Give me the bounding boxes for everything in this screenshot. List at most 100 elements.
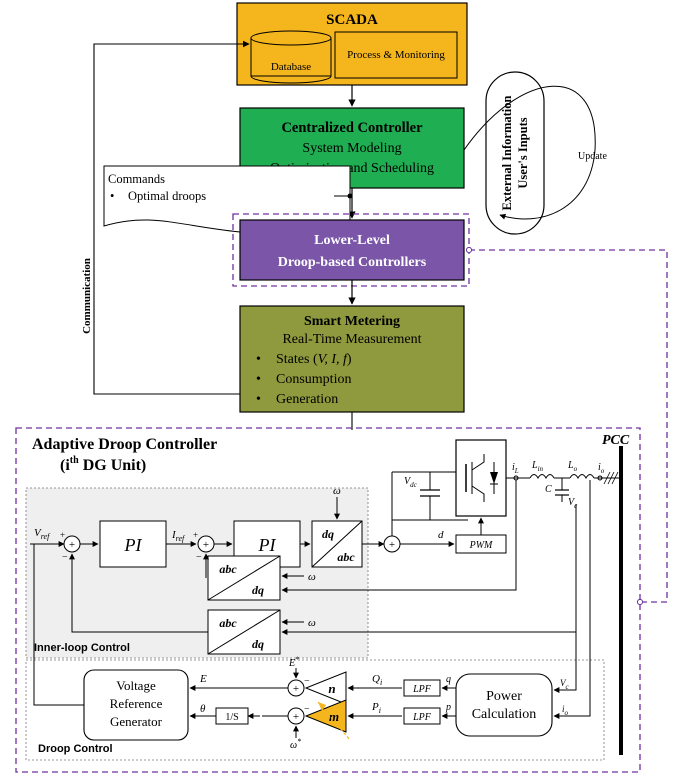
svg-text:Vc: Vc	[560, 678, 570, 691]
svg-text:1/S: 1/S	[225, 712, 238, 723]
update-label: Update	[578, 151, 607, 162]
svg-text:•: •	[110, 189, 114, 203]
svg-text:q: q	[446, 674, 451, 685]
commands-title: Commands	[108, 172, 165, 186]
svg-text:abc: abc	[219, 562, 237, 576]
abc-dq-transform-1: abc dq	[207, 555, 281, 601]
dc-link-capacitor	[391, 471, 468, 536]
svg-text:dq: dq	[252, 583, 264, 597]
svg-text:+: +	[193, 530, 198, 540]
external-line1: External Information	[500, 95, 514, 210]
svg-text:Vc: Vc	[568, 497, 578, 510]
svg-text:Generator: Generator	[110, 714, 163, 729]
svg-text:E*: E*	[288, 655, 299, 669]
svg-text:PI: PI	[124, 535, 143, 555]
svg-text:•: •	[256, 352, 261, 367]
svg-text:p: p	[445, 702, 451, 713]
svg-text:+: +	[293, 711, 299, 723]
svg-text:ω: ω	[308, 571, 316, 583]
svg-text:dq: dq	[252, 637, 264, 651]
svg-text:Power: Power	[486, 689, 522, 704]
svg-text:ω*: ω*	[290, 737, 301, 751]
svg-text:Pi: Pi	[371, 701, 381, 715]
svg-text:•: •	[256, 392, 261, 407]
scada-block: SCADA Database Process & Monitoring	[236, 2, 468, 86]
svg-text:PI: PI	[258, 535, 277, 555]
adaptive-title: Adaptive Droop Controller	[32, 436, 217, 453]
commands-item: Optimal droops	[128, 189, 206, 203]
svg-text:Qi: Qi	[372, 673, 382, 687]
inner-loop-region	[25, 487, 369, 659]
svg-text:+: +	[69, 539, 75, 551]
metering-line1: Real-Time Measurement	[282, 332, 421, 347]
adaptive-subtitle: (ith DG Unit)	[60, 455, 146, 474]
lower-level-controller-block: Lower-Level Droop-based Controllers	[239, 219, 465, 281]
process-label: Process & Monitoring	[347, 49, 445, 61]
pi-controller-1	[99, 520, 167, 568]
voltage-reference-generator: Voltage Reference Generator	[83, 669, 189, 741]
svg-text:io: io	[562, 704, 569, 717]
svg-text:n: n	[328, 681, 335, 696]
svg-text:ω: ω	[308, 617, 316, 629]
lpf-q-block	[403, 679, 441, 697]
svg-text:−: −	[62, 552, 68, 563]
svg-text:Reference: Reference	[110, 696, 163, 711]
lpf-p-block	[403, 707, 441, 725]
iref-label: Iref	[171, 529, 186, 543]
metering-title: Smart Metering	[304, 314, 400, 329]
metering-item1: States (V, I, f)	[276, 352, 352, 367]
svg-text:PWM: PWM	[469, 540, 493, 551]
svg-text:d: d	[438, 529, 444, 541]
svg-text:dq: dq	[322, 527, 334, 541]
svg-text:LPF: LPF	[412, 684, 432, 695]
metering-item2: Consumption	[276, 372, 351, 387]
svg-text:abc: abc	[337, 550, 355, 564]
power-calculation-block: Power Calculation	[455, 673, 553, 737]
metering-item3: Generation	[276, 392, 338, 407]
external-line2: User's Inputs	[516, 117, 530, 188]
svg-text:E: E	[199, 673, 207, 685]
svg-text:•: •	[256, 372, 261, 387]
svg-text:iL: iL	[512, 462, 519, 475]
dq-abc-transform: dq abc	[311, 520, 363, 568]
communication-label: Communication	[81, 258, 93, 334]
svg-text:+: +	[203, 539, 209, 551]
adaptive-droop-frame	[15, 427, 641, 773]
central-title: Centralized Controller	[281, 120, 423, 136]
svg-text:m: m	[329, 709, 339, 724]
lower-line1: Lower-Level	[314, 233, 390, 248]
scada-title: SCADA	[326, 12, 378, 28]
gain-m-block: m	[304, 699, 351, 741]
svg-text:−: −	[304, 676, 310, 687]
inductor-lin	[529, 474, 555, 480]
gain-n-block: n	[304, 671, 347, 705]
droop-control-label: Droop Control	[38, 743, 113, 755]
svg-text:θ: θ	[200, 703, 206, 715]
vref-label: Vref	[34, 527, 51, 541]
svg-text:−: −	[196, 552, 202, 563]
svg-text:+: +	[60, 530, 65, 540]
svg-text:io: io	[598, 462, 605, 475]
droop-control-region	[25, 659, 605, 761]
inverter-icon	[455, 439, 507, 517]
database-icon	[250, 30, 332, 84]
svg-text:Vdc: Vdc	[404, 476, 418, 489]
pcc-label: PCC	[602, 433, 630, 448]
inner-loop-label: Inner-loop Control	[34, 642, 130, 654]
lower-line2: Droop-based Controllers	[278, 255, 427, 270]
svg-text:ω: ω	[333, 485, 341, 497]
svg-text:+: +	[293, 683, 299, 695]
svg-text:C: C	[545, 484, 552, 495]
svg-text:Voltage: Voltage	[116, 678, 156, 693]
svg-text:Calculation: Calculation	[472, 707, 537, 722]
central-line1: System Modeling	[302, 141, 401, 156]
svg-text:+: +	[389, 539, 395, 551]
svg-text:−: −	[304, 704, 310, 715]
abc-dq-transform-2: abc dq	[207, 609, 281, 655]
svg-text:Lo: Lo	[567, 460, 578, 473]
smart-metering-block: Smart Metering Real-Time Measurement • S…	[239, 305, 465, 413]
inductor-lo	[569, 474, 595, 480]
database-label: Database	[271, 61, 311, 73]
svg-text:LPF: LPF	[412, 712, 432, 723]
